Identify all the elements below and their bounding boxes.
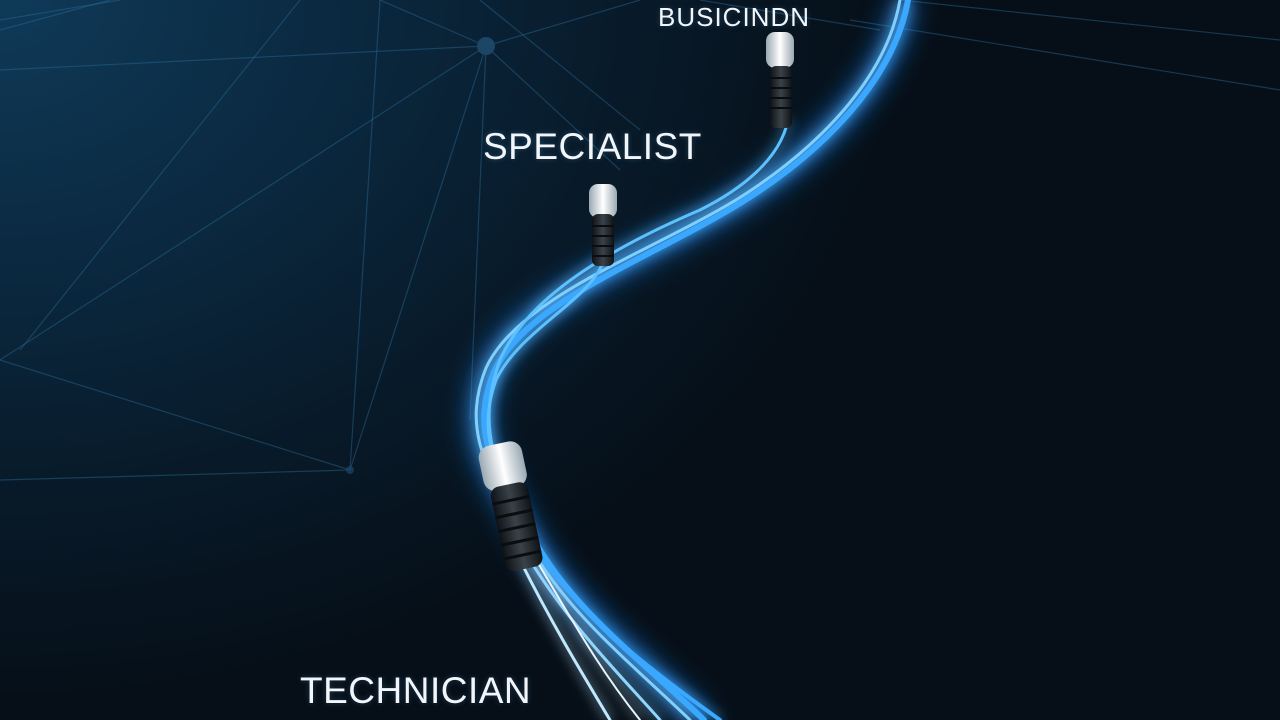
cable-connector-icon bbox=[478, 441, 543, 571]
network-node bbox=[477, 37, 495, 55]
cable-connector-icon bbox=[589, 184, 617, 266]
network-node bbox=[346, 466, 354, 474]
network-mesh-icon bbox=[0, 0, 1280, 481]
cable-connector-icon bbox=[766, 32, 794, 128]
fiber-cable bbox=[474, 0, 911, 720]
label-top: BUSICINDN bbox=[658, 2, 811, 32]
label-middle: SPECIALIST bbox=[483, 126, 702, 167]
label-bottom: TECHNICIAN bbox=[300, 670, 532, 711]
